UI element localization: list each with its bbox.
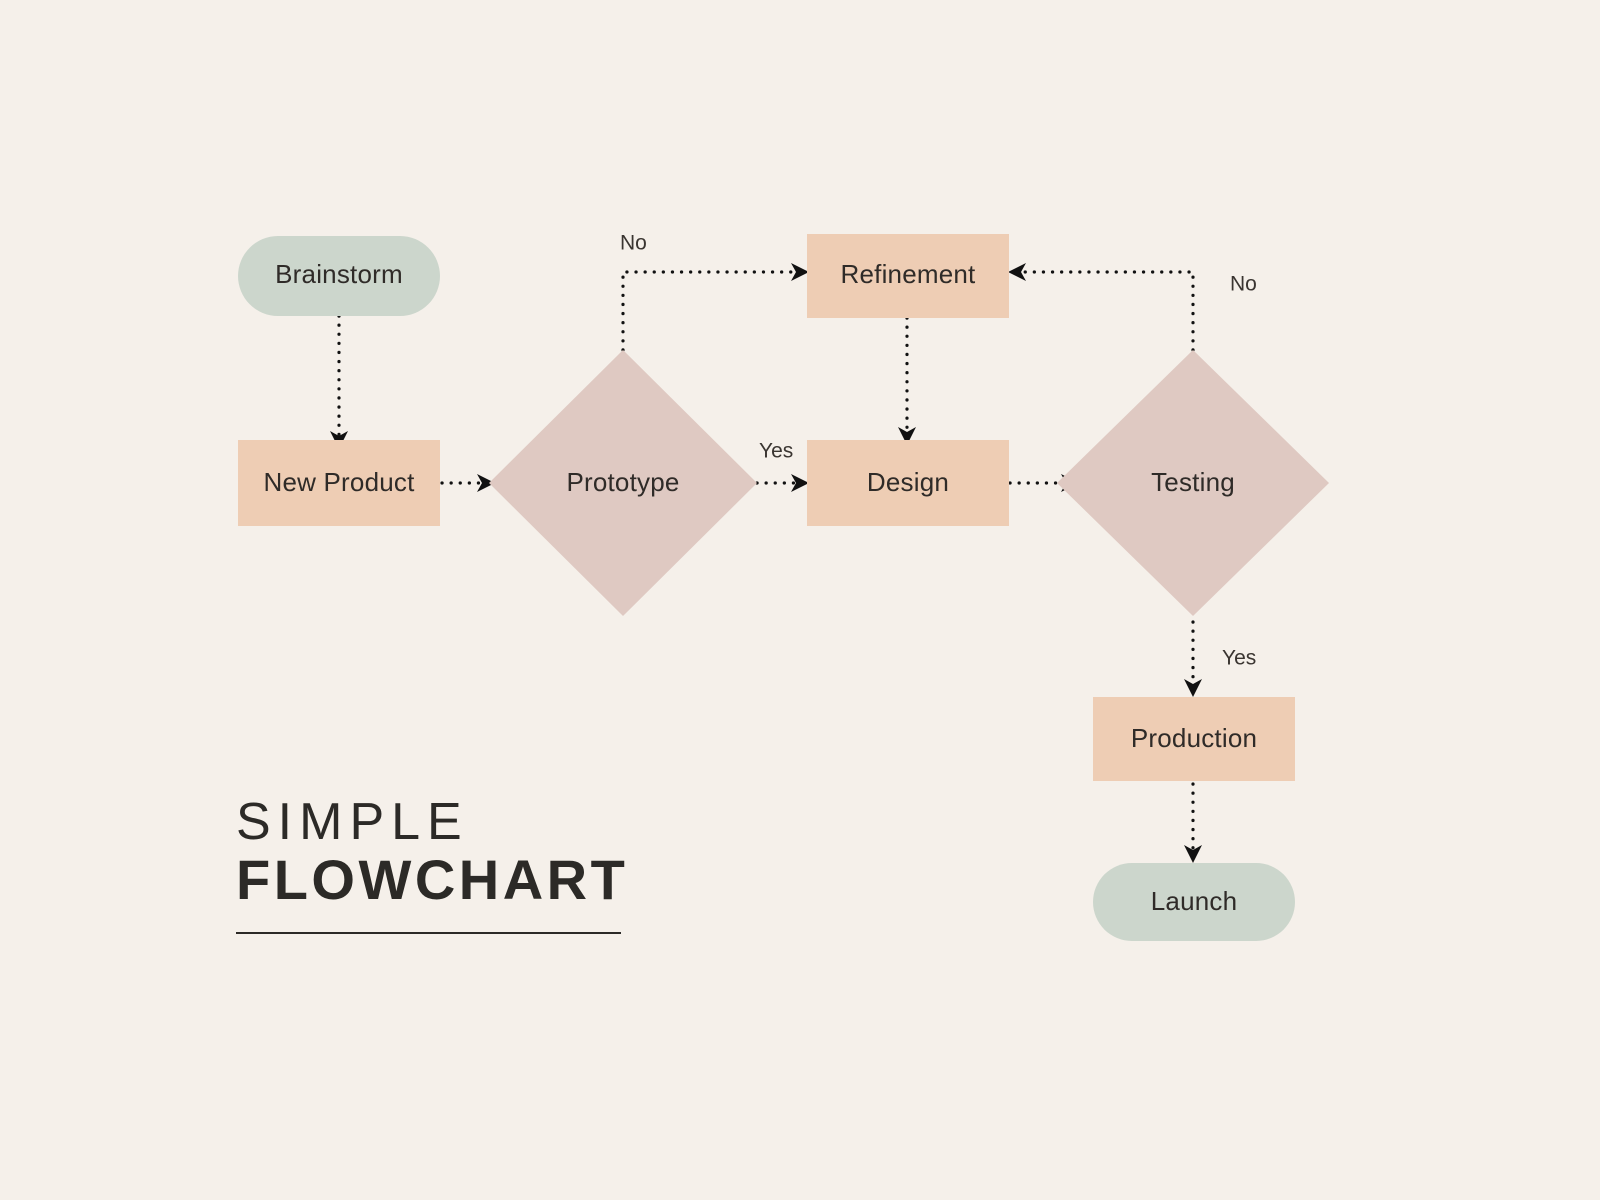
- edge-testing-production-yes: [1184, 620, 1202, 697]
- new-product-label: New Product: [263, 467, 415, 497]
- node-new-product[interactable]: New Product: [238, 440, 440, 526]
- edge-labels: No Yes No Yes: [620, 232, 1257, 670]
- edge-prototype-design-yes: [755, 474, 809, 492]
- node-launch[interactable]: Launch: [1093, 863, 1295, 941]
- launch-label: Launch: [1151, 886, 1238, 916]
- edge-label-no-prototype: No: [620, 232, 647, 255]
- node-production[interactable]: Production: [1093, 697, 1295, 781]
- production-label: Production: [1131, 723, 1257, 753]
- brainstorm-label: Brainstorm: [275, 259, 403, 289]
- design-label: Design: [867, 467, 949, 497]
- testing-shape[interactable]: [1057, 350, 1329, 616]
- testing-label: Testing: [1151, 467, 1235, 497]
- refinement-label: Refinement: [841, 259, 977, 289]
- edge-refinement-design: [898, 316, 916, 445]
- node-design[interactable]: Design: [807, 440, 1009, 526]
- refinement-shape[interactable]: [807, 234, 1009, 318]
- edge-label-no-testing: No: [1230, 273, 1257, 296]
- edge-label-yes-prototype: Yes: [759, 440, 793, 463]
- title-line-simple: SIMPLE: [236, 793, 469, 851]
- prototype-shape[interactable]: [489, 350, 757, 616]
- node-prototype[interactable]: Prototype: [489, 350, 757, 616]
- node-brainstorm[interactable]: Brainstorm: [238, 236, 440, 316]
- node-testing[interactable]: Testing: [1057, 350, 1329, 616]
- edge-prototype-refinement-no: [621, 263, 809, 352]
- edge-production-launch: [1184, 782, 1202, 863]
- edge-label-yes-testing: Yes: [1222, 647, 1256, 670]
- connectors: [330, 263, 1202, 863]
- title-block: SIMPLE FLOWCHART: [236, 793, 656, 935]
- prototype-label: Prototype: [566, 467, 679, 497]
- design-shape[interactable]: [807, 440, 1009, 526]
- node-refinement[interactable]: Refinement: [807, 234, 1009, 318]
- launch-shape[interactable]: [1093, 863, 1295, 941]
- edge-new-product-prototype: [440, 474, 495, 492]
- brainstorm-shape[interactable]: [238, 236, 440, 316]
- nodes: Brainstorm New Product Prototype Refinem…: [238, 234, 1329, 941]
- title-underline: [236, 932, 621, 935]
- title-line-flowchart: FLOWCHART: [236, 847, 629, 911]
- new-product-shape[interactable]: [238, 440, 440, 526]
- edge-brainstorm-new-product: [330, 314, 348, 449]
- edge-testing-refinement-no: [1008, 263, 1195, 352]
- production-shape[interactable]: [1093, 697, 1295, 781]
